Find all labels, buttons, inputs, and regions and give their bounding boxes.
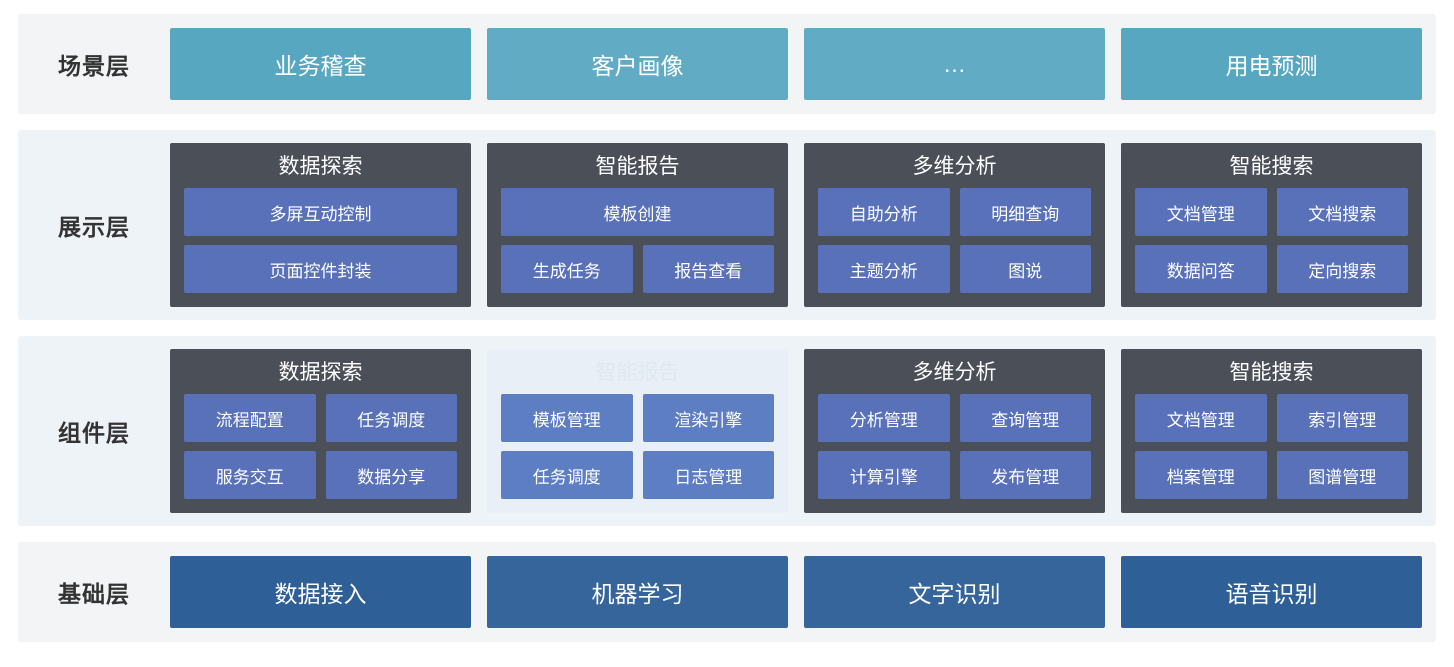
chip[interactable]: 档案管理 (1135, 451, 1267, 499)
chip[interactable]: 任务调度 (501, 451, 633, 499)
base-card-4[interactable]: 语音识别 (1121, 556, 1422, 628)
presentation-group-1: 数据探索 多屏互动控制 页面控件封装 (170, 143, 471, 307)
layer-presentation: 展示层 数据探索 多屏互动控制 页面控件封装 智能报告 模板创建 (18, 130, 1436, 320)
presentation-group-1-chips: 多屏互动控制 页面控件封装 (184, 188, 457, 293)
scene-card-3-label: … (943, 50, 966, 77)
layer-scene-body: 业务稽查 客户画像 … 用电预测 (170, 14, 1436, 114)
component-group-2-title: 智能报告 (595, 361, 680, 384)
base-card-1[interactable]: 数据接入 (170, 556, 471, 628)
chip[interactable]: 定向搜索 (1276, 245, 1408, 293)
chip-row: 数据问答 定向搜索 (1135, 245, 1408, 293)
chip[interactable]: 主题分析 (818, 245, 950, 293)
chip[interactable]: 页面控件封装 (184, 245, 457, 293)
chip-row: 服务交互 数据分享 (184, 451, 457, 499)
presentation-group-3: 多维分析 自助分析 明细查询 主题分析 图说 (804, 143, 1105, 307)
base-card-2[interactable]: 机器学习 (487, 556, 788, 628)
layer-scene: 场景层 业务稽查 客户画像 … 用电预测 (18, 14, 1436, 114)
chip[interactable]: 任务调度 (325, 394, 457, 443)
scene-card-4-label: 用电预测 (1225, 53, 1318, 79)
component-group-4-title: 智能搜索 (1229, 361, 1314, 384)
scene-card-3[interactable]: … (804, 28, 1105, 100)
layer-presentation-body: 数据探索 多屏互动控制 页面控件封装 智能报告 模板创建 (170, 130, 1436, 320)
component-group-1-title: 数据探索 (278, 361, 363, 384)
chip[interactable]: 图谱管理 (1276, 451, 1408, 499)
chip[interactable]: 发布管理 (959, 451, 1091, 499)
component-group-1-chips: 流程配置 任务调度 服务交互 数据分享 (184, 394, 457, 499)
presentation-group-3-chips: 自助分析 明细查询 主题分析 图说 (818, 188, 1091, 293)
chip[interactable]: 文档搜索 (1276, 188, 1408, 237)
chip[interactable]: 流程配置 (184, 394, 316, 443)
chip-row: 文档管理 索引管理 (1135, 394, 1408, 443)
chip-row: 主题分析 图说 (818, 245, 1091, 293)
component-group-3-title: 多维分析 (912, 361, 997, 384)
presentation-group-4: 智能搜索 文档管理 文档搜索 数据问答 定向搜索 (1121, 143, 1422, 307)
chip[interactable]: 文档管理 (1135, 188, 1267, 237)
chip-row: 文档管理 文档搜索 (1135, 188, 1408, 237)
chip[interactable]: 分析管理 (818, 394, 950, 443)
base-card-2-label: 机器学习 (591, 581, 684, 607)
presentation-group-4-chips: 文档管理 文档搜索 数据问答 定向搜索 (1135, 188, 1408, 293)
component-group-3: 多维分析 分析管理 查询管理 计算引擎 发布管理 (804, 349, 1105, 513)
scene-card-1-label: 业务稽查 (274, 53, 367, 79)
chip-row: 页面控件封装 (184, 245, 457, 293)
presentation-group-2-chips: 模板创建 生成任务 报告查看 (501, 188, 774, 293)
scene-card-2-label: 客户画像 (591, 53, 684, 79)
layer-presentation-label: 展示层 (58, 214, 130, 240)
chip[interactable]: 日志管理 (642, 451, 774, 499)
chip[interactable]: 文档管理 (1135, 394, 1267, 443)
chip[interactable]: 计算引擎 (818, 451, 950, 499)
presentation-group-3-title: 多维分析 (912, 155, 997, 178)
scene-card-4[interactable]: 用电预测 (1121, 28, 1422, 100)
component-group-3-chips: 分析管理 查询管理 计算引擎 发布管理 (818, 394, 1091, 499)
layer-base-body: 数据接入 机器学习 文字识别 语音识别 (170, 542, 1436, 642)
chip[interactable]: 数据问答 (1135, 245, 1267, 293)
chip-row: 模板管理 渲染引擎 (501, 394, 774, 443)
chip-row: 任务调度 日志管理 (501, 451, 774, 499)
chip-row: 分析管理 查询管理 (818, 394, 1091, 443)
component-group-2-chips: 模板管理 渲染引擎 任务调度 日志管理 (501, 394, 774, 499)
chip[interactable]: 报告查看 (642, 245, 774, 293)
chip-row: 流程配置 任务调度 (184, 394, 457, 443)
chip[interactable]: 明细查询 (959, 188, 1091, 237)
chip-row: 计算引擎 发布管理 (818, 451, 1091, 499)
layer-scene-label: 场景层 (58, 53, 130, 79)
chip-row: 生成任务 报告查看 (501, 245, 774, 293)
base-card-1-label: 数据接入 (274, 581, 367, 607)
chip-row: 自助分析 明细查询 (818, 188, 1091, 237)
scene-card-1[interactable]: 业务稽查 (170, 28, 471, 100)
scene-card-2[interactable]: 客户画像 (487, 28, 788, 100)
base-card-3[interactable]: 文字识别 (804, 556, 1105, 628)
chip-row: 多屏互动控制 (184, 188, 457, 237)
presentation-group-2: 智能报告 模板创建 生成任务 报告查看 (487, 143, 788, 307)
chip[interactable]: 图说 (959, 245, 1091, 293)
layer-base: 基础层 数据接入 机器学习 文字识别 语音识别 (18, 542, 1436, 642)
component-group-1: 数据探索 流程配置 任务调度 服务交互 数据分享 (170, 349, 471, 513)
component-group-4: 智能搜索 文档管理 索引管理 档案管理 图谱管理 (1121, 349, 1422, 513)
chip[interactable]: 多屏互动控制 (184, 188, 457, 237)
presentation-group-1-title: 数据探索 (278, 155, 363, 178)
chip[interactable]: 生成任务 (501, 245, 633, 293)
presentation-group-2-title: 智能报告 (595, 155, 680, 178)
base-card-4-label: 语音识别 (1225, 581, 1318, 607)
chip[interactable]: 模板管理 (501, 394, 633, 443)
chip-row: 模板创建 (501, 188, 774, 237)
chip[interactable]: 服务交互 (184, 451, 316, 499)
chip[interactable]: 自助分析 (818, 188, 950, 237)
presentation-group-4-title: 智能搜索 (1229, 155, 1314, 178)
layer-component: 组件层 数据探索 流程配置 任务调度 服务交互 数据分享 智能报告 (18, 336, 1436, 526)
chip[interactable]: 模板创建 (501, 188, 774, 237)
chip[interactable]: 数据分享 (325, 451, 457, 499)
chip[interactable]: 索引管理 (1276, 394, 1408, 443)
layer-component-label: 组件层 (58, 420, 130, 446)
chip[interactable]: 渲染引擎 (642, 394, 774, 443)
component-group-2: 智能报告 模板管理 渲染引擎 任务调度 日志管理 (487, 349, 788, 513)
chip[interactable]: 查询管理 (959, 394, 1091, 443)
layer-base-label: 基础层 (58, 581, 130, 607)
base-card-3-label: 文字识别 (908, 581, 1001, 607)
layer-component-body: 数据探索 流程配置 任务调度 服务交互 数据分享 智能报告 模板管理 (170, 336, 1436, 526)
component-group-4-chips: 文档管理 索引管理 档案管理 图谱管理 (1135, 394, 1408, 499)
chip-row: 档案管理 图谱管理 (1135, 451, 1408, 499)
